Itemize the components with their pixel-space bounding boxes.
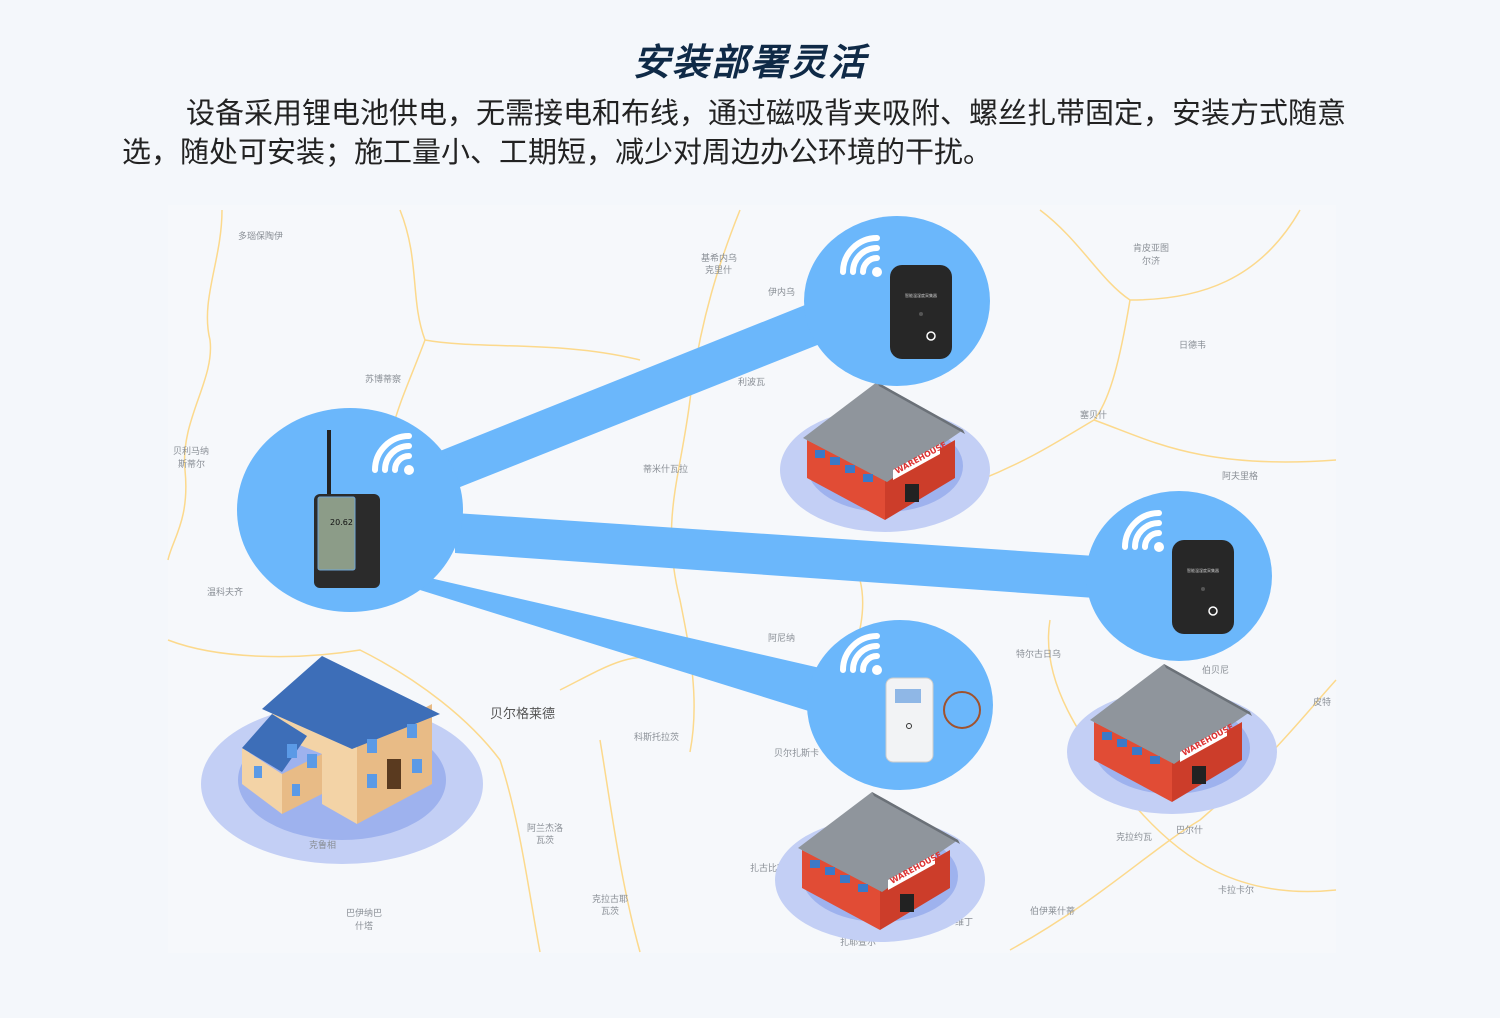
svg-text:伯贝尼: 伯贝尼 bbox=[1202, 664, 1229, 676]
svg-text:贝尔扎斯卡: 贝尔扎斯卡 bbox=[774, 747, 819, 759]
power-icon bbox=[1208, 606, 1218, 616]
map-labels: 多瑙保陶伊 基希内乌 克里什 伊内乌 苏博蒂察 利波瓦 贝利马纳 斯蒂尔 蒂米什… bbox=[173, 230, 1331, 948]
map-label-kelu: 克鲁相 bbox=[309, 839, 336, 851]
warehouse-3: WAREHOUSE bbox=[775, 792, 985, 942]
svg-text:蒂米什瓦拉: 蒂米什瓦拉 bbox=[643, 463, 688, 475]
svg-text:斯蒂尔: 斯蒂尔 bbox=[178, 458, 205, 470]
svg-text:阿夫里格: 阿夫里格 bbox=[1222, 470, 1258, 482]
antenna bbox=[327, 430, 331, 498]
svg-text:皮特: 皮特 bbox=[1313, 696, 1331, 708]
sensor-node-bottom bbox=[807, 620, 993, 790]
svg-text:伯伊莱什蒂: 伯伊莱什蒂 bbox=[1030, 905, 1075, 917]
power-icon bbox=[926, 331, 936, 341]
svg-text:克里什: 克里什 bbox=[705, 264, 732, 276]
warehouse-1: WAREHOUSE bbox=[780, 382, 990, 532]
svg-text:阿尼纳: 阿尼纳 bbox=[768, 632, 795, 644]
svg-text:利波瓦: 利波瓦 bbox=[738, 376, 765, 388]
sensor-node-top: 智能温湿度采集器 bbox=[804, 216, 990, 386]
svg-text:基希内乌: 基希内乌 bbox=[701, 252, 737, 264]
svg-text:塞贝什: 塞贝什 bbox=[1080, 409, 1107, 421]
svg-text:苏博蒂察: 苏博蒂察 bbox=[365, 373, 401, 385]
signal-beams bbox=[420, 303, 1095, 713]
svg-text:多瑙保陶伊: 多瑙保陶伊 bbox=[238, 230, 283, 242]
svg-text:克拉古耶: 克拉古耶 bbox=[592, 893, 628, 905]
svg-text:尔济: 尔济 bbox=[1142, 255, 1160, 267]
page-title: 安装部署灵活 bbox=[633, 41, 867, 84]
gateway-node: 20.62 bbox=[237, 408, 463, 612]
svg-text:伊内乌: 伊内乌 bbox=[768, 286, 795, 298]
svg-text:什塔: 什塔 bbox=[355, 920, 373, 932]
svg-text:日德韦: 日德韦 bbox=[1179, 339, 1206, 351]
sensor-label: 智能温湿度采集器 bbox=[905, 292, 937, 298]
svg-text:贝利马纳: 贝利马纳 bbox=[173, 445, 209, 457]
svg-text:巴尔什: 巴尔什 bbox=[1176, 824, 1203, 836]
svg-text:阿兰杰洛: 阿兰杰洛 bbox=[527, 822, 563, 834]
sensor-label: 智能温湿度采集器 bbox=[1187, 567, 1219, 573]
warehouse-2: WAREHOUSE bbox=[1067, 664, 1277, 814]
svg-text:卡拉卡尔: 卡拉卡尔 bbox=[1218, 884, 1254, 896]
svg-text:贝尔格莱德: 贝尔格莱德 bbox=[490, 706, 555, 722]
description: 设备采用锂电池供电，无需接电和布线，通过磁吸背夹吸附、螺丝扎带固定，安装方式随意… bbox=[122, 96, 1347, 169]
svg-text:巴伊纳巴: 巴伊纳巴 bbox=[346, 907, 382, 919]
gateway-reading: 20.62 bbox=[330, 518, 353, 527]
svg-text:温科夫齐: 温科夫齐 bbox=[207, 586, 243, 598]
svg-text:瓦茨: 瓦茨 bbox=[601, 905, 619, 917]
house-illustration bbox=[201, 656, 483, 864]
svg-text:克拉约瓦: 克拉约瓦 bbox=[1116, 831, 1152, 843]
probe-cable bbox=[943, 691, 981, 729]
svg-text:特尔古日乌: 特尔古日乌 bbox=[1016, 648, 1061, 660]
svg-text:肯皮亚图: 肯皮亚图 bbox=[1133, 242, 1169, 254]
sensor-node-right: 智能温湿度采集器 bbox=[1086, 491, 1272, 661]
svg-text:瓦茨: 瓦茨 bbox=[536, 834, 554, 846]
svg-text:科斯托拉茨: 科斯托拉茨 bbox=[634, 731, 679, 743]
